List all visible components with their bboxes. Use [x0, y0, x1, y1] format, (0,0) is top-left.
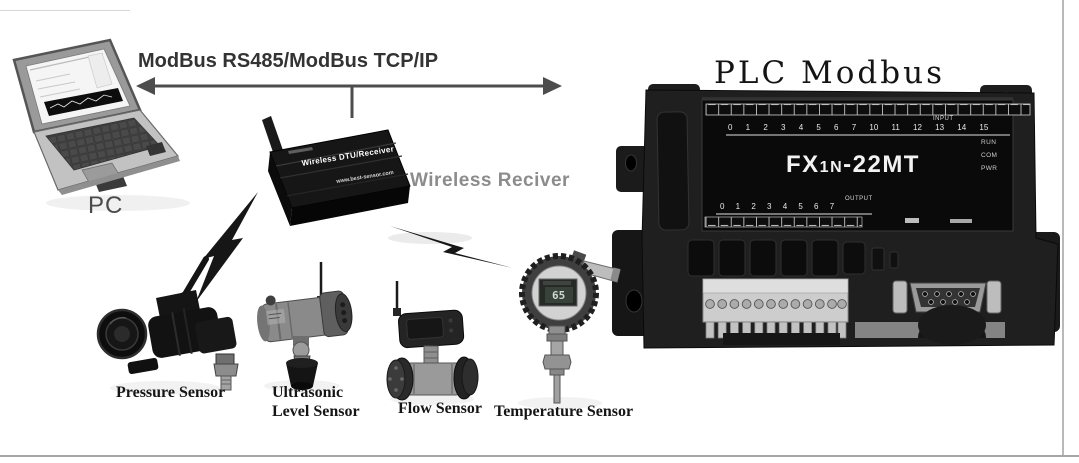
ultrasonic-sensor-label-line1: Ultrasonic — [272, 384, 344, 401]
bus-protocol-label: ModBus RS485/ModBus TCP/IP — [138, 50, 439, 72]
plc-model-suffix: -22MT — [843, 151, 920, 178]
bus-arrow — [136, 77, 562, 118]
ultrasonic-sensor-label-line2: Level Sensor — [272, 403, 360, 420]
plc-led-com: COM — [981, 152, 998, 159]
plc-output-numbers: 0 1 2 3 4 5 6 7 — [720, 202, 835, 211]
plc-led-pwr: PWR — [981, 165, 998, 172]
plc-input-numbers: 0 1 2 3 4 5 6 7 10 11 12 13 14 15 — [728, 123, 989, 132]
plc-db9-connector — [892, 280, 1002, 314]
flow-sensor-image — [386, 281, 479, 401]
plc-image — [612, 84, 1060, 349]
pc-label: PC — [88, 192, 124, 219]
wireless-link-bolts — [196, 192, 513, 302]
wireless-receiver-label: Wireless Reciver — [410, 170, 570, 191]
plc-output-label: OUTPUT — [845, 196, 873, 202]
pressure-sensor-label: Pressure Sensor — [116, 384, 226, 401]
laptop-image — [12, 38, 180, 195]
plc-title: PLC Modbus — [714, 55, 945, 91]
plc-relay-row — [687, 239, 899, 277]
pressure-sensor-image — [96, 256, 239, 391]
plc-model: FX1N-22MT — [786, 151, 920, 179]
frame-border-top — [0, 10, 130, 11]
shadows — [46, 195, 602, 409]
wireless-receiver-image — [262, 116, 411, 226]
ultrasonic-sensor-image — [257, 262, 353, 390]
temperature-sensor-image — [519, 250, 621, 404]
plc-led-run: RUN — [981, 139, 997, 146]
plc-model-small: 1N — [819, 159, 844, 176]
frame-border-bottom — [0, 455, 1079, 457]
temperature-sensor-label: Temperature Sensor — [494, 403, 634, 420]
frame-border-right — [1062, 0, 1064, 457]
plc-terminal-block — [702, 278, 849, 339]
flow-sensor-label: Flow Sensor — [398, 400, 482, 417]
temperature-display-value: 65 — [552, 289, 566, 302]
plc-model-prefix: FX — [786, 151, 820, 178]
plc-input-label: INPUT — [933, 116, 954, 122]
